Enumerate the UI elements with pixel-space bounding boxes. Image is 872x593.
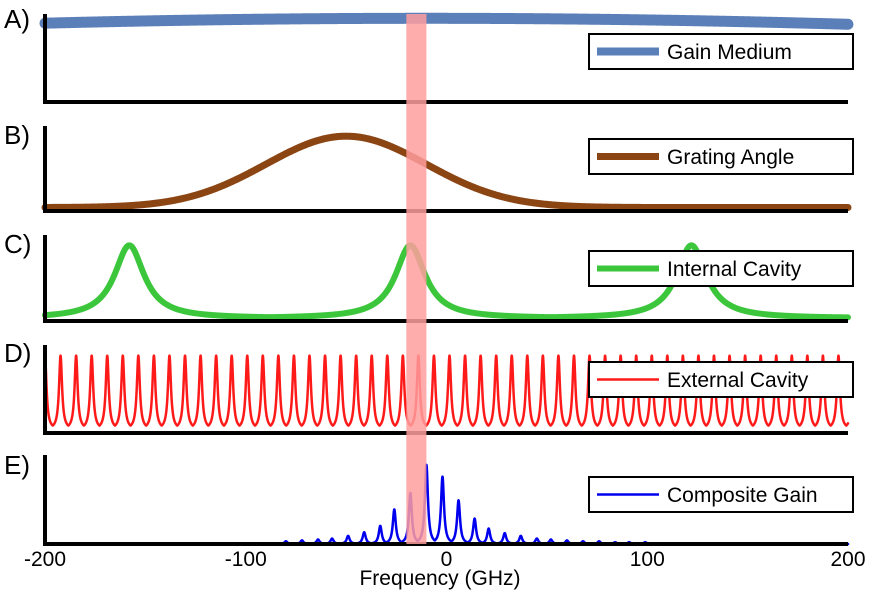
x-tick-label: 200: [830, 548, 865, 571]
legend-label: Composite Gain: [667, 484, 818, 507]
legend-label: Gain Medium: [667, 41, 792, 64]
series-line: [43, 354, 850, 427]
x-tick-label: 100: [630, 548, 665, 571]
x-tick-label: -200: [24, 548, 66, 571]
legend: Internal Cavity: [588, 250, 854, 287]
x-axis: -200 -100 0 100 200: [24, 548, 866, 571]
legend-label: Internal Cavity: [667, 258, 802, 281]
panel: C): [4, 229, 851, 323]
panel-label: D): [4, 338, 31, 368]
legend: Grating Angle: [588, 138, 854, 175]
panels-layer: A) B) C) D) E): [4, 4, 854, 546]
x-tick-label: -100: [225, 548, 267, 571]
panel-label: A): [4, 4, 30, 34]
x-axis-title: Frequency (GHz): [359, 567, 520, 590]
panel-label: C): [4, 229, 31, 259]
panel-label: E): [4, 450, 30, 480]
series-line: [42, 242, 851, 321]
panel: B): [4, 120, 852, 213]
highlight-band: [406, 14, 427, 544]
panel-label: B): [4, 120, 30, 150]
legend: External Cavity: [588, 361, 854, 398]
legend-label: Grating Angle: [667, 146, 794, 169]
legend-label: External Cavity: [667, 369, 809, 392]
legend: Composite Gain: [588, 476, 854, 513]
series-line: [41, 132, 852, 212]
x-tick-label: 0: [441, 548, 453, 571]
panel: A): [4, 4, 854, 104]
panel: E): [4, 450, 850, 546]
series-line: [39, 12, 854, 30]
legend: Gain Medium: [588, 33, 854, 70]
panel: D): [4, 338, 850, 435]
